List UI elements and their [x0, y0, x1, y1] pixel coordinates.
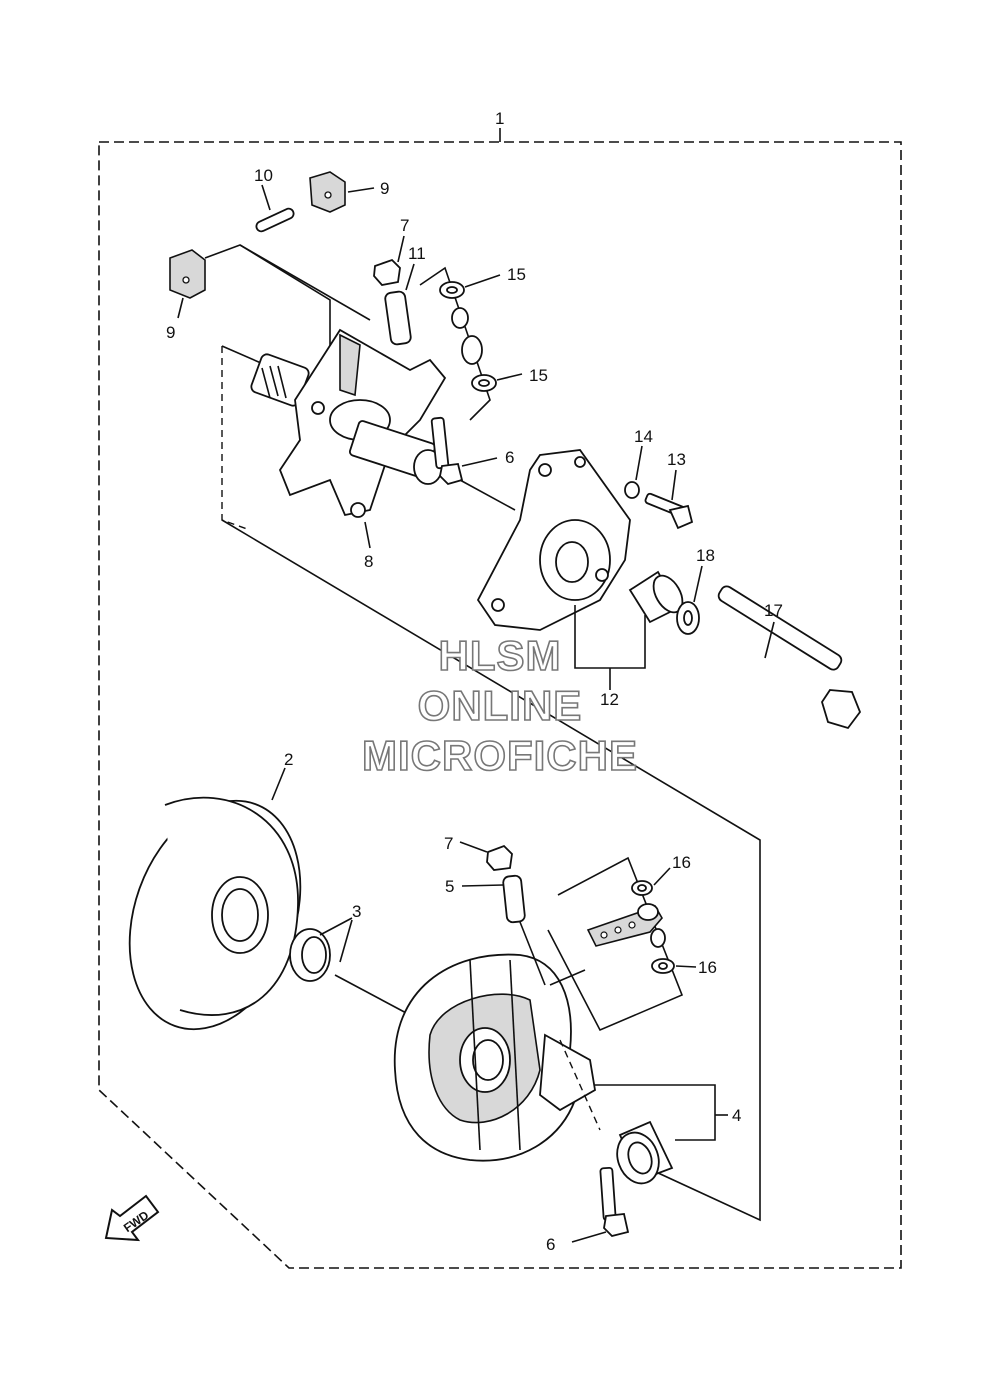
- label-17: 17: [764, 601, 783, 620]
- guide-line-7: [559, 1039, 601, 1131]
- label-2: 2: [284, 750, 293, 769]
- roller-lower: [650, 928, 666, 948]
- washer-part-15-bottom: [471, 373, 523, 392]
- roller-piece-2: [461, 335, 483, 365]
- label-6-lower: 6: [546, 1235, 555, 1254]
- washer-part-18: [676, 565, 703, 635]
- label-5: 5: [445, 877, 454, 896]
- washer-part-16-top: [631, 867, 671, 896]
- label-12: 12: [600, 690, 619, 709]
- label-10: 10: [254, 166, 273, 185]
- watermark-line-1: HLSM: [438, 631, 562, 680]
- label-13: 13: [667, 450, 686, 469]
- label-14: 14: [634, 427, 653, 446]
- label-8: 8: [364, 552, 373, 571]
- label-18: 18: [696, 546, 715, 565]
- guide-line: [204, 244, 331, 355]
- cover-part-12: [476, 449, 631, 631]
- watermark-line-2: ONLINE: [417, 681, 583, 730]
- bushing-part-4: [616, 1120, 674, 1185]
- weight-part-9-top: [309, 171, 375, 213]
- label-3: 3: [352, 902, 361, 921]
- ring-part-3: [289, 917, 353, 982]
- sheave-housing: [393, 953, 596, 1162]
- bolt-part-6-upper: [430, 416, 498, 486]
- guide-line-6: [549, 969, 586, 986]
- label-7-lower: 7: [444, 834, 453, 853]
- guide-line-2: [239, 244, 371, 321]
- part-16-bracket: [547, 856, 684, 1032]
- washer-part-16-bottom: [651, 958, 697, 974]
- weight-part-9-left: [169, 249, 206, 319]
- label-16-bottom: 16: [698, 958, 717, 977]
- fwd-arrow-icon: FWD: [104, 1194, 160, 1242]
- watermark-line-3: MICROFICHE: [361, 731, 638, 780]
- label-16-top: 16: [672, 853, 691, 872]
- guide-line-3: [459, 479, 516, 511]
- sheave-part-2: [128, 767, 302, 1031]
- part-15-bracket: [419, 266, 491, 421]
- assembly-boundary: [98, 141, 902, 1269]
- bolt-part-13: [644, 469, 694, 530]
- pin-part-10: [255, 184, 295, 233]
- guide-line-5: [519, 921, 546, 986]
- washer-part-15-top: [439, 274, 501, 299]
- label-11: 11: [408, 244, 426, 263]
- label-1: 1: [495, 109, 504, 128]
- upper-bracket: [221, 346, 251, 531]
- label-7-upper: 7: [400, 216, 409, 235]
- collar-part-7-lower: [459, 841, 513, 871]
- sleeve-part-11: [384, 263, 415, 346]
- label-4: 4: [732, 1106, 741, 1125]
- spider-hub-part-8: [250, 328, 447, 549]
- label-15-bottom: 15: [529, 366, 548, 385]
- bolt-part-17: [717, 585, 862, 730]
- bracket-line: [221, 519, 761, 1222]
- label-15-top: 15: [507, 265, 526, 284]
- bolt-part-6-lower: [571, 1166, 630, 1243]
- washer-part-14: [624, 445, 643, 499]
- collar-part-7-upper: [373, 235, 405, 286]
- label-6-upper: 6: [505, 448, 514, 467]
- label-9-left: 9: [166, 323, 175, 342]
- part-4-leader: [595, 1084, 716, 1141]
- sleeve-part-5: [461, 874, 526, 924]
- weight-arm: [586, 903, 663, 947]
- label-9-top: 9: [380, 179, 389, 198]
- roller-piece: [451, 307, 469, 329]
- guide-line-4: [334, 974, 411, 1016]
